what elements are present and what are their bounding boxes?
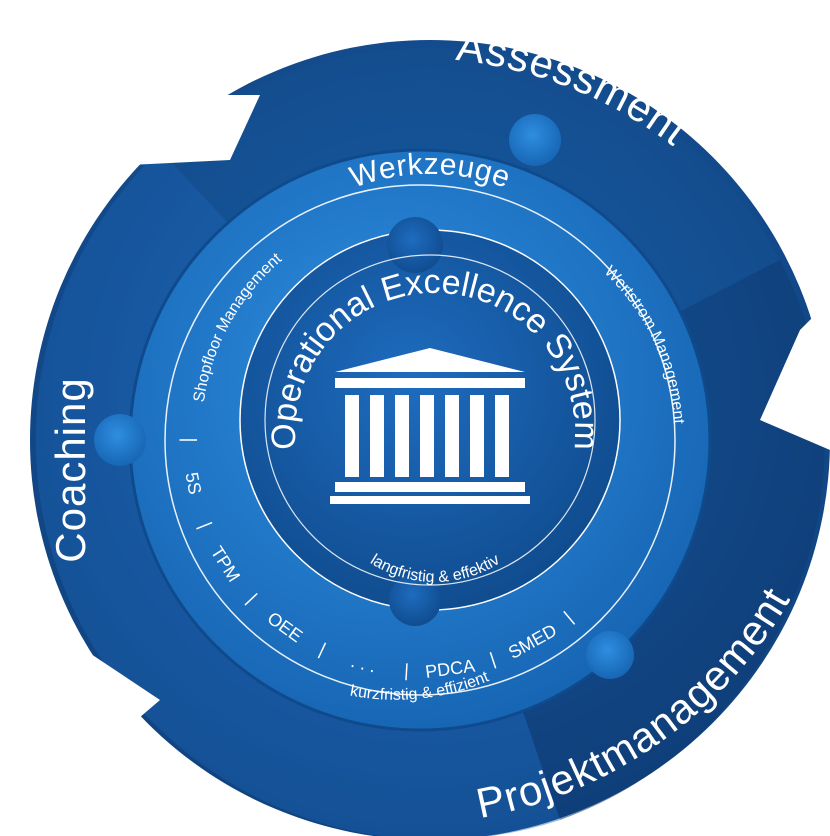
ring-knob-bottom [586, 631, 634, 679]
tool-separator: | [404, 660, 410, 680]
arrow-notch-top [130, 95, 260, 165]
core-knob-bottom [389, 574, 441, 626]
temple-icon [330, 348, 530, 504]
tool-separator: | [487, 649, 498, 669]
ring-knob-top [509, 114, 561, 166]
tool-separator: | [195, 519, 215, 531]
coaching-label: Coaching [47, 377, 94, 562]
core-knob-top [387, 217, 443, 273]
arrow-notch-right [760, 300, 830, 450]
tool-separator: | [179, 438, 199, 443]
ring-knob-left [94, 414, 146, 466]
tool-label: 5S [181, 471, 205, 496]
arrow-notch-left [40, 640, 160, 760]
